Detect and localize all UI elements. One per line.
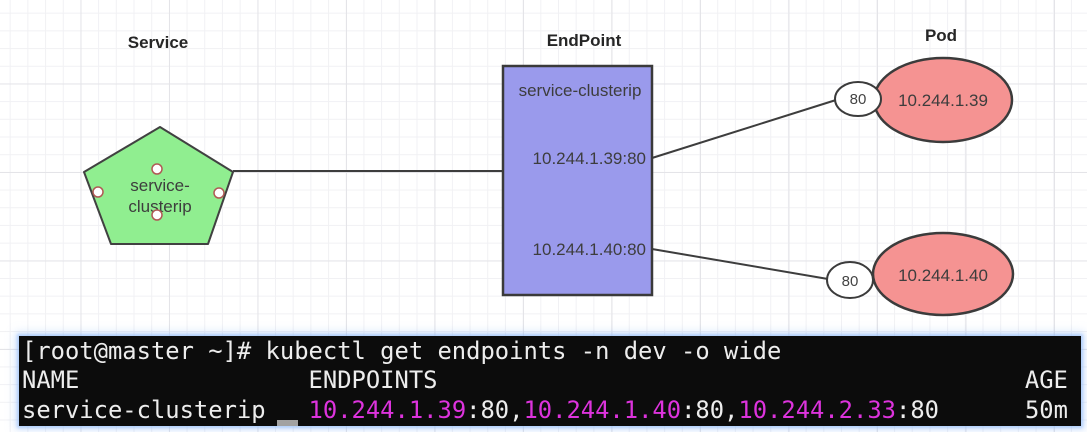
pod2-port-label: 80 (842, 273, 859, 290)
connector-endpoint-to-pod1[interactable] (651, 99, 837, 159)
connection-handle-right[interactable] (213, 187, 225, 199)
service-section-title: Service (128, 33, 189, 52)
terminal-row-port2: :80, (681, 395, 739, 424)
terminal-window[interactable]: [root@master ~]# kubectl get endpoints -… (19, 336, 1081, 426)
pod-section-title: Pod (925, 26, 957, 45)
pod1-port-label: 80 (850, 91, 867, 108)
endpoint-node-title: service-clusterip (519, 81, 642, 100)
terminal-row-port1: :80, (466, 395, 524, 424)
connection-handle-top[interactable] (151, 163, 163, 175)
terminal-row-name: service-clusterip (22, 395, 309, 424)
terminal-output-row: service-clusterip 10.244.1.39:80,10.244.… (22, 396, 1081, 425)
endpoint-section-title: EndPoint (547, 31, 622, 50)
connection-handle-left[interactable] (92, 186, 104, 198)
endpoint-address-1: 10.244.1.39:80 (533, 149, 646, 168)
terminal-prompt-line: [root@master ~]# kubectl get endpoints -… (22, 337, 782, 365)
endpoint-rect-node[interactable] (501, 64, 654, 297)
terminal-row-age: 50m (938, 395, 1068, 424)
pod2-ellipse-node[interactable] (871, 231, 1015, 317)
connection-handle-bottom[interactable] (151, 209, 163, 221)
kubernetes-diagram: Service EndPoint Pod service- clusterip … (83, 26, 1015, 317)
service-node-label-line2: clusterip (128, 197, 191, 216)
terminal-row-ip2: 10.244.1.40 (523, 395, 682, 424)
terminal-row-ip3: 10.244.2.33 (738, 395, 896, 424)
pod2-port-ellipse[interactable] (826, 261, 874, 299)
terminal-header-line: NAME ENDPOINTS AGE (22, 366, 1068, 395)
service-node-label-line1: service- (130, 176, 190, 195)
pod2-ip-label: 10.244.1.40 (898, 266, 988, 285)
terminal-row-port3: :80 (896, 395, 939, 424)
pod1-port-ellipse[interactable] (834, 81, 882, 117)
pod1-ip-label: 10.244.1.39 (898, 91, 988, 110)
service-pentagon-node[interactable] (83, 126, 234, 245)
endpoint-address-2: 10.244.1.40:80 (533, 240, 646, 259)
connector-endpoint-to-pod2[interactable] (651, 248, 829, 280)
terminal-row-ip1: 10.244.1.39 (308, 395, 467, 424)
terminal-cursor (277, 420, 298, 426)
